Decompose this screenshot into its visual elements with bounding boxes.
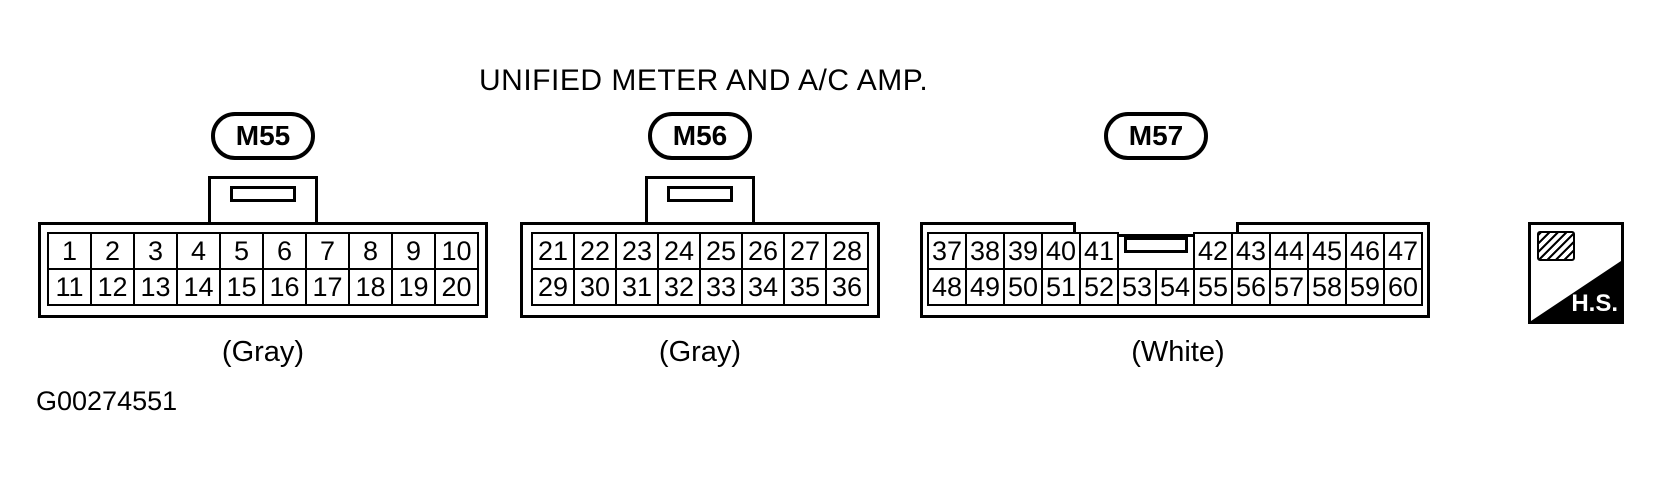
pin-56: 56 [1231, 268, 1271, 306]
pin-15: 15 [219, 268, 264, 306]
pin-49: 49 [965, 268, 1005, 306]
pin-50: 50 [1003, 268, 1043, 306]
pin-48: 48 [927, 268, 967, 306]
pin-46: 46 [1345, 232, 1385, 270]
pin-9: 9 [391, 232, 436, 270]
pin-19: 19 [391, 268, 436, 306]
pin-13: 13 [133, 268, 178, 306]
pin-22: 22 [573, 232, 617, 270]
hs-triangle [1531, 261, 1621, 321]
pin-34: 34 [741, 268, 785, 306]
pin-35: 35 [783, 268, 827, 306]
pin-52: 52 [1079, 268, 1119, 306]
pin-40: 40 [1041, 232, 1081, 270]
pin-8: 8 [348, 232, 393, 270]
pin-47: 47 [1383, 232, 1423, 270]
pin-14: 14 [176, 268, 221, 306]
pin-30: 30 [573, 268, 617, 306]
pin-39: 39 [1003, 232, 1043, 270]
figure-code: G00274551 [36, 386, 178, 416]
pin-43: 43 [1231, 232, 1271, 270]
pin-33: 33 [699, 268, 743, 306]
pin-27: 27 [783, 232, 827, 270]
pin-53: 53 [1117, 268, 1157, 306]
pin-1: 1 [47, 232, 92, 270]
pin-24: 24 [657, 232, 701, 270]
connector-color-m57: (White) [1131, 336, 1225, 368]
pin-4: 4 [176, 232, 221, 270]
connector-tab-m55 [208, 176, 318, 225]
connector-id-badge-m56: M56 [648, 112, 752, 160]
pin-3: 3 [133, 232, 178, 270]
pin-6: 6 [262, 232, 307, 270]
pin-42: 42 [1193, 232, 1233, 270]
connector-color-m55: (Gray) [221, 336, 305, 368]
pin-26: 26 [741, 232, 785, 270]
pin-45: 45 [1307, 232, 1347, 270]
pin-44: 44 [1269, 232, 1309, 270]
pin-41: 41 [1079, 232, 1119, 270]
connector-id-badge-m55: M55 [211, 112, 315, 160]
keyway-gap-m57 [1119, 232, 1193, 270]
connector-key-m55 [230, 186, 296, 202]
pin-18: 18 [348, 268, 393, 306]
pin-5: 5 [219, 232, 264, 270]
pin-16: 16 [262, 268, 307, 306]
pin-37: 37 [927, 232, 967, 270]
pin-17: 17 [305, 268, 350, 306]
pin-25: 25 [699, 232, 743, 270]
pin-23: 23 [615, 232, 659, 270]
pin-31: 31 [615, 268, 659, 306]
connector-key-m56 [667, 186, 733, 202]
pin-60: 60 [1383, 268, 1423, 306]
connector-id-badge-m57: M57 [1104, 112, 1208, 160]
pin-38: 38 [965, 232, 1005, 270]
pin-36: 36 [825, 268, 869, 306]
connector-color-m56: (Gray) [658, 336, 742, 368]
pin-59: 59 [1345, 268, 1385, 306]
pin-21: 21 [531, 232, 575, 270]
keyway-slot-m57 [1124, 237, 1188, 253]
connector-id-text-m56: M56 [672, 120, 728, 151]
pin-20: 20 [434, 268, 479, 306]
pin-29: 29 [531, 268, 575, 306]
hs-label: H.S. [1571, 290, 1618, 317]
pin-58: 58 [1307, 268, 1347, 306]
pin-57: 57 [1269, 268, 1309, 306]
connector-id-text-m57: M57 [1128, 120, 1184, 151]
pin-11: 11 [47, 268, 92, 306]
diagram-title: UNIFIED METER AND A/C AMP. [479, 64, 929, 97]
connector-id-text-m55: M55 [235, 120, 291, 151]
pin-54: 54 [1155, 268, 1195, 306]
pin-28: 28 [825, 232, 869, 270]
pin-10: 10 [434, 232, 479, 270]
pin-32: 32 [657, 268, 701, 306]
pin-12: 12 [90, 268, 135, 306]
harness-side-icon [1537, 231, 1575, 261]
connector-tab-m56 [645, 176, 755, 225]
pin-7: 7 [305, 232, 350, 270]
pin-55: 55 [1193, 268, 1233, 306]
pin-51: 51 [1041, 268, 1081, 306]
hs-badge: H.S. [1528, 222, 1624, 324]
pin-2: 2 [90, 232, 135, 270]
